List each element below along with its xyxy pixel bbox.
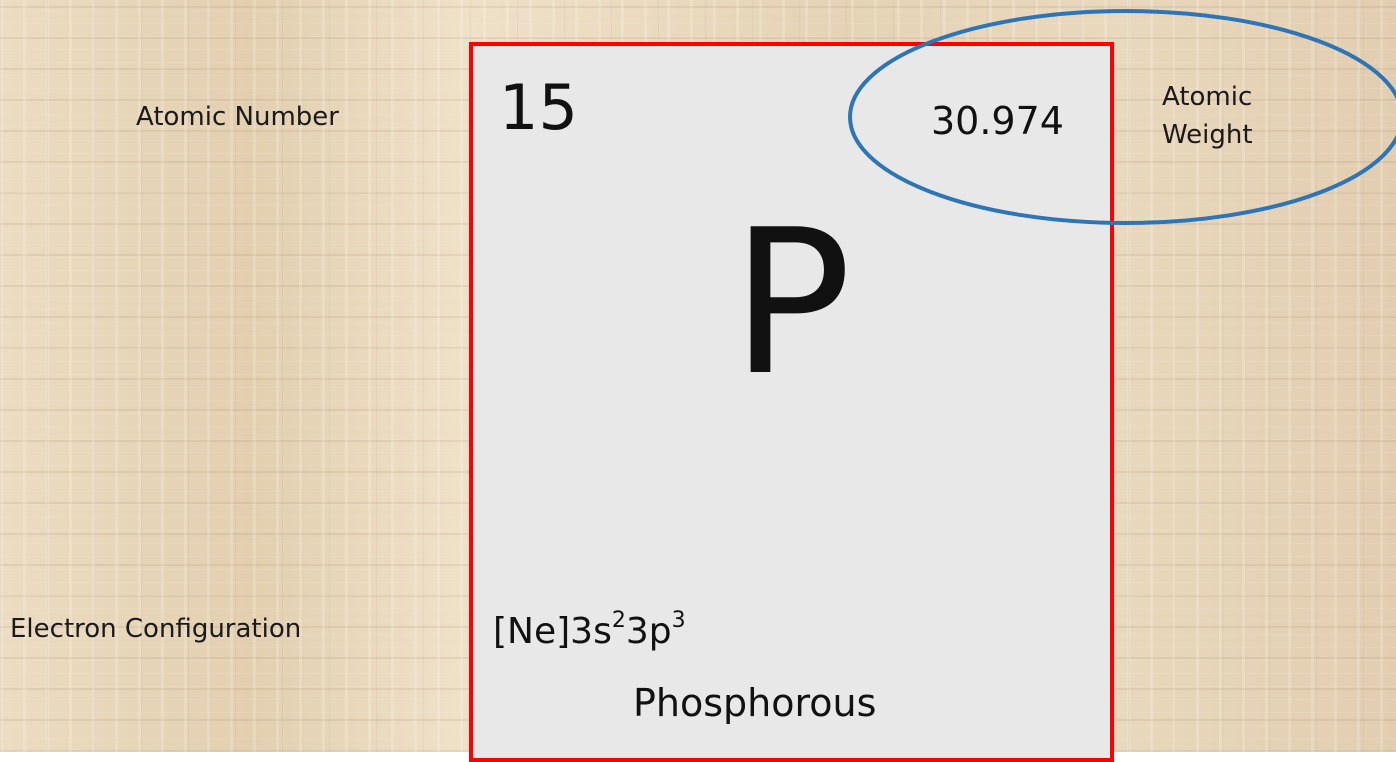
element-tile: 15 30.974 P [Ne]3s23p3 Phosphorous bbox=[469, 42, 1114, 762]
electron-configuration-label: Electron Configuration bbox=[10, 614, 302, 644]
atomic-weight-label-line1: Atomic bbox=[1162, 82, 1253, 112]
atomic-weight-label-line2: Weight bbox=[1162, 120, 1253, 150]
config-mid: 3p bbox=[625, 611, 672, 652]
element-name: Phosphorous bbox=[633, 681, 877, 725]
config-exponent-p: 3 bbox=[671, 608, 686, 633]
atomic-weight: 30.974 bbox=[931, 99, 1064, 143]
element-symbol: P bbox=[731, 187, 852, 420]
config-exponent-s: 2 bbox=[611, 608, 626, 633]
atomic-number-label: Atomic Number bbox=[136, 102, 339, 132]
atomic-number: 15 bbox=[499, 71, 578, 144]
config-core: [Ne]3s bbox=[493, 611, 612, 652]
electron-configuration: [Ne]3s23p3 bbox=[493, 610, 686, 654]
atomic-weight-label: Atomic Weight bbox=[1162, 78, 1282, 154]
